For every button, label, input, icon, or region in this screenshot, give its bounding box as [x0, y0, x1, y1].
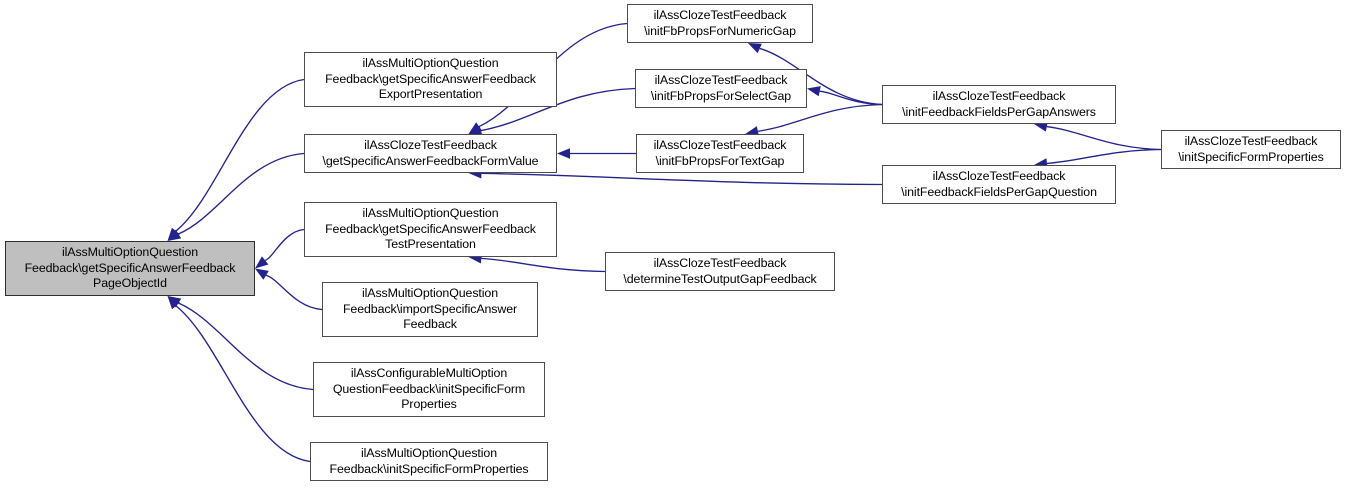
- graph-node[interactable]: ilAssMultiOptionQuestion Feedback\import…: [322, 282, 538, 337]
- edge-init-specific-form-to-per-gap-answers: [1046, 125, 1162, 151]
- edge-init-specific-form-to-per-gap-question: [1046, 148, 1162, 165]
- edge-test-presentation-to-page-object-id: [264, 228, 305, 262]
- graph-node[interactable]: ilAssClozeTestFeedback \initFeedbackFiel…: [882, 165, 1116, 204]
- edge-form-value-to-page-object-id: [178, 152, 305, 235]
- graph-node-label: ilAssMultiOptionQuestion Feedback\getSpe…: [325, 56, 536, 102]
- graph-node[interactable]: ilAssClozeTestFeedback \initSpecificForm…: [1161, 130, 1341, 169]
- graph-node-label: ilAssClozeTestFeedback \initSpecificForm…: [1178, 134, 1324, 164]
- edge-init-specific-form-to-per-gap-answers-arrowhead: [1034, 121, 1048, 132]
- edge-form-value-to-page-object-id-arrowhead: [167, 229, 182, 241]
- edge-text-gap-to-form-value-arrowhead: [557, 148, 570, 159]
- edge-determine-output-to-test-presentation: [481, 257, 606, 273]
- graph-node-label: ilAssMultiOptionQuestion Feedback\getSpe…: [24, 245, 236, 291]
- edge-multioption-init-form-to-page-object-id-arrowhead: [167, 296, 180, 310]
- graph-node[interactable]: ilAssClozeTestFeedback \initFbPropsForNu…: [627, 4, 813, 43]
- graph-node[interactable]: ilAssMultiOptionQuestion Feedback\getSpe…: [304, 202, 557, 257]
- edge-configurable-init-form-to-page-object-id: [178, 302, 314, 391]
- edge-select-gap-to-form-value-arrowhead: [468, 125, 483, 136]
- edge-per-gap-answers-to-text-gap: [757, 103, 883, 132]
- edge-import-feedback-to-page-object-id-arrowhead: [255, 268, 269, 280]
- graph-node[interactable]: ilAssConfigurableMultiOption QuestionFee…: [313, 362, 545, 417]
- edge-per-gap-question-to-form-value: [481, 172, 883, 186]
- graph-node-label: ilAssClozeTestFeedback \getSpecificAnswe…: [322, 138, 539, 168]
- edge-import-feedback-to-page-object-id: [265, 274, 323, 311]
- edge-multioption-init-form-to-page-object-id: [175, 305, 311, 463]
- graph-node[interactable]: ilAssMultiOptionQuestion Feedback\getSpe…: [304, 52, 557, 107]
- graph-node[interactable]: ilAssClozeTestFeedback \initFeedbackFiel…: [882, 85, 1116, 124]
- edge-test-presentation-to-page-object-id-arrowhead: [255, 256, 269, 269]
- graph-node-label: ilAssMultiOptionQuestion Feedback\initSp…: [329, 446, 529, 476]
- edge-per-gap-answers-to-select-gap-arrowhead: [807, 86, 821, 97]
- edge-per-gap-answers-to-text-gap-arrowhead: [745, 126, 760, 137]
- graph-node-label: ilAssClozeTestFeedback \initFbPropsForSe…: [650, 73, 792, 103]
- graph-node-label: ilAssClozeTestFeedback \initFeedbackFiel…: [901, 169, 1097, 199]
- graph-node-label: ilAssClozeTestFeedback \determineTestOut…: [623, 256, 817, 286]
- graph-node-label: ilAssClozeTestFeedback \initFbPropsForTe…: [653, 138, 787, 168]
- edge-per-gap-answers-to-numeric-gap: [759, 47, 883, 106]
- edge-export-presentation-to-page-object-id: [175, 78, 305, 232]
- edge-per-gap-answers-to-numeric-gap-arrowhead: [747, 43, 762, 54]
- graph-node-label: ilAssClozeTestFeedback \initFbPropsForNu…: [644, 8, 796, 38]
- graph-node[interactable]: ilAssClozeTestFeedback \initFbPropsForTe…: [636, 134, 804, 173]
- graph-node[interactable]: ilAssMultiOptionQuestion Feedback\getSpe…: [5, 241, 255, 296]
- graph-node[interactable]: ilAssMultiOptionQuestion Feedback\initSp…: [310, 442, 548, 481]
- graph-node-label: ilAssClozeTestFeedback \initFeedbackFiel…: [902, 89, 1096, 119]
- edge-per-gap-answers-to-select-gap: [819, 90, 883, 106]
- graph-node-label: ilAssConfigurableMultiOption QuestionFee…: [332, 366, 526, 412]
- graph-node-label: ilAssMultiOptionQuestion Feedback\getSpe…: [325, 206, 536, 252]
- graph-node[interactable]: ilAssClozeTestFeedback \determineTestOut…: [605, 252, 835, 291]
- graph-node-label: ilAssMultiOptionQuestion Feedback\import…: [342, 286, 518, 332]
- graph-node[interactable]: ilAssClozeTestFeedback \getSpecificAnswe…: [304, 134, 557, 173]
- graph-node[interactable]: ilAssClozeTestFeedback \initFbPropsForSe…: [635, 69, 807, 108]
